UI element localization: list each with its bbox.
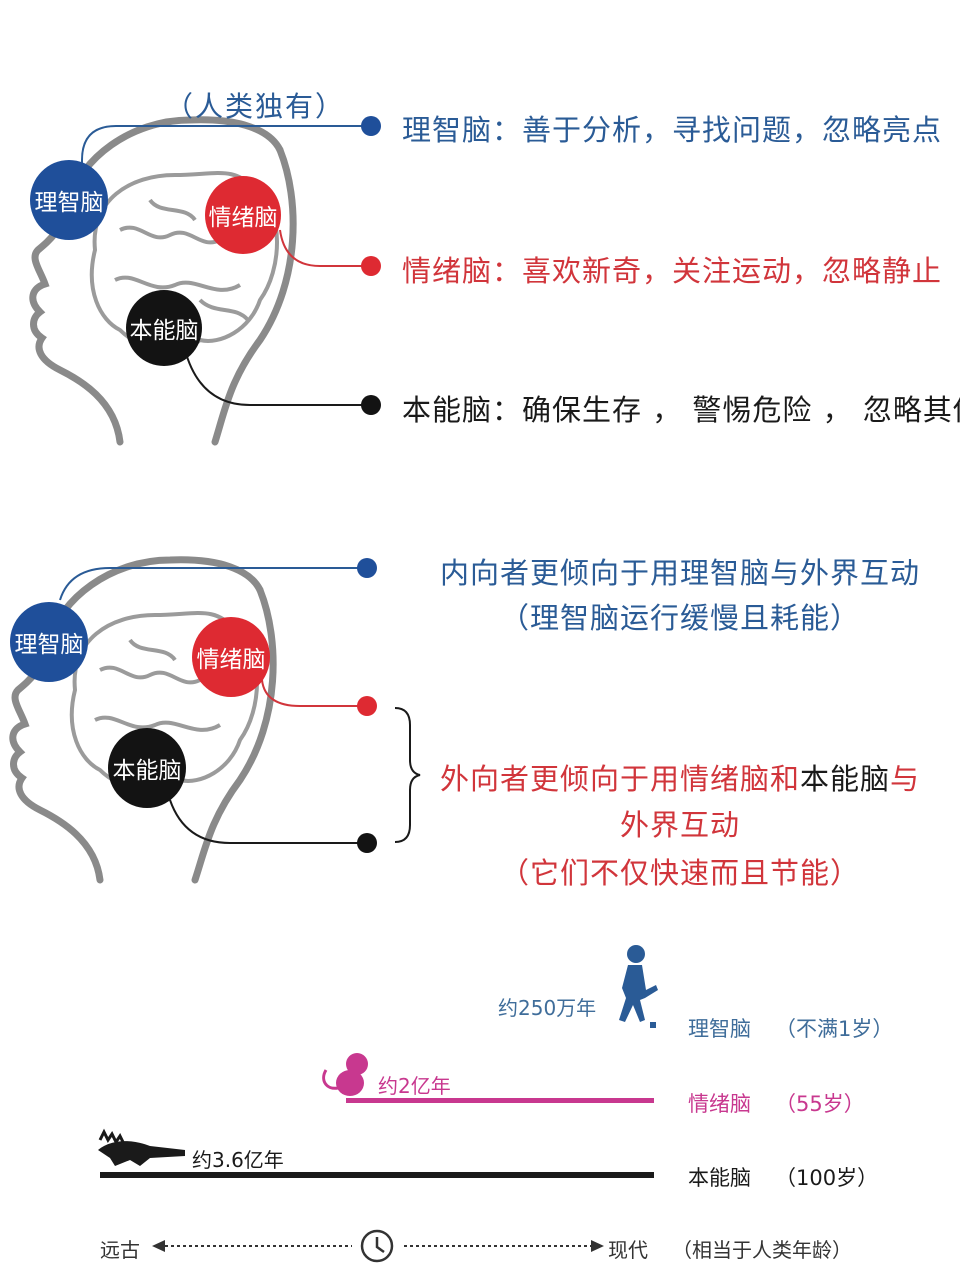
- emotional-brain-circle: 情绪脑: [205, 176, 281, 254]
- unique-to-humans-note: （人类独有）: [165, 90, 346, 123]
- dot-rational-2: [357, 558, 377, 578]
- introvert-note: （理智脑运行缓慢且耗能）: [499, 601, 860, 635]
- bar-instinct: [100, 1172, 654, 1178]
- rational-brain-circle: 理智脑: [30, 160, 108, 240]
- timeline-instinct-human-age: （100岁）: [775, 1166, 879, 1190]
- extrovert-text-b: 与: [890, 762, 921, 796]
- connector-rational-2: [59, 567, 365, 601]
- extrovert-text-instinct: 本能脑: [799, 762, 890, 796]
- arrow-left-icon: [152, 1240, 165, 1252]
- clock-icon: [360, 1229, 394, 1263]
- axis-modern-label: 现代: [608, 1238, 648, 1262]
- crocodile-icon: [98, 1128, 185, 1166]
- brain-outline-1: [89, 171, 279, 353]
- axis-ancient-label: 远古: [100, 1238, 140, 1262]
- timeline-rational-label: 理智脑: [688, 1017, 751, 1041]
- extrovert-statement: 外向者更倾向于用情绪脑和本能脑与: [430, 756, 930, 798]
- head-outline-1: [29, 116, 297, 446]
- connector-instinct-2: [169, 799, 365, 844]
- connector-instinct-1: [184, 349, 370, 406]
- brain-outline-2: [69, 611, 259, 793]
- rational-age-label: 约250万年: [498, 996, 597, 1020]
- instinct-brain-circle-2: 本能脑: [108, 728, 186, 808]
- bar-emotional: [346, 1098, 654, 1103]
- human-figure-icon: [619, 945, 658, 1028]
- connector-emotional-1: [279, 229, 370, 267]
- dot-instinct-2: [357, 833, 377, 853]
- instinct-brain-description: 本能脑：确保生存 ， 警惕危险 ， 忽略其他: [402, 393, 960, 427]
- extrovert-note: （它们不仅快速而且节能）: [499, 856, 860, 890]
- dot-emotional-2: [357, 696, 377, 716]
- instinct-age-label: 约3.6亿年: [192, 1148, 284, 1172]
- arrow-right-icon: [591, 1240, 604, 1252]
- connector-rational-1: [81, 125, 370, 175]
- extrovert-statement-line2: 外界互动: [619, 808, 740, 842]
- instinct-brain-circle: 本能脑: [126, 290, 202, 366]
- extrovert-text-a: 外向者更倾向于用情绪脑和: [439, 762, 800, 796]
- rational-brain-circle-2: 理智脑: [10, 602, 88, 682]
- axis-note: （相当于人类年龄）: [672, 1238, 852, 1262]
- head-outline-2: [9, 556, 277, 884]
- rational-brain-description: 理智脑：善于分析，寻找问题，忽略亮点: [402, 113, 943, 147]
- timeline-emotional-human-age: （55岁）: [775, 1092, 865, 1116]
- emotional-age-label: 约2亿年: [378, 1074, 451, 1098]
- emotional-brain-description: 情绪脑：喜欢新奇，关注运动，忽略静止: [402, 254, 943, 288]
- timeline-emotional-label: 情绪脑: [688, 1092, 751, 1116]
- introvert-statement: 内向者更倾向于用理智脑与外界互动: [439, 556, 920, 590]
- curly-brace: [394, 707, 421, 843]
- monkey-icon: [322, 1053, 368, 1096]
- emotional-brain-circle-2: 情绪脑: [192, 617, 270, 697]
- dot-instinct-1: [361, 395, 381, 415]
- timeline-instinct-label: 本能脑: [688, 1166, 751, 1190]
- timeline-rational-human-age: （不满1岁）: [775, 1017, 894, 1041]
- dot-rational-1: [361, 116, 381, 136]
- dot-emotional-1: [361, 256, 381, 276]
- connector-emotional-2: [261, 679, 365, 707]
